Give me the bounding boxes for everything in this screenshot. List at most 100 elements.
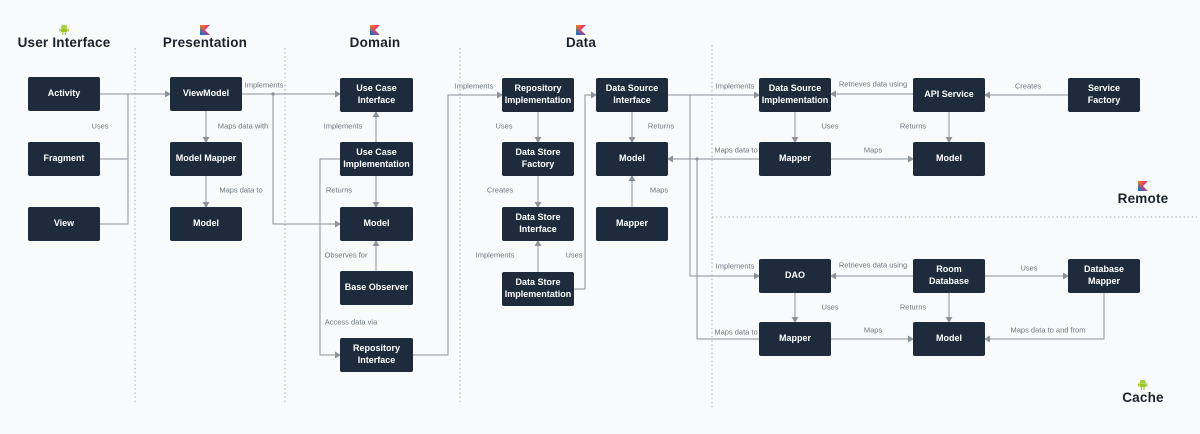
node-label: Model [193,218,219,229]
node-data-source-interface: Data Source Interface [596,78,668,112]
node-label: Use Case Interface [356,83,397,105]
node-label: Fragment [43,153,85,164]
edge-label-data-source-implementation-remote-mapper: Uses [821,121,839,131]
node-data-model: Model [596,142,668,176]
node-data-store-interface: Data Store Interface [502,207,574,241]
node-data-store-implementation: Data Store Implementation [502,272,574,306]
edge-label-remote-mapper-data-model: Maps data to [714,145,758,155]
section-heading-data: Data [566,22,596,50]
node-label: Mapper [615,218,648,229]
section-label: Cache [1122,390,1164,405]
node-label: Model [619,153,645,164]
edge-label-repository-interface-repository-implementation: Implements [454,81,494,91]
edge-label-activity-viewmodel: Uses [91,121,109,131]
kotlin-icon [350,22,401,35]
node-label: Repository Interface [352,343,400,365]
edge-label-remote-mapper-remote-model: Maps [863,145,883,155]
node-base-observer: Base Observer [340,271,413,305]
edge-data-source-interface-dao [689,95,760,280]
node-repository-interface: Repository Interface [340,338,413,372]
edge-label-data-store-implementation-data-store-interface: Implements [475,250,515,260]
node-label: Room Database [928,264,970,286]
node-label: Data Source Interface [605,83,659,105]
node-label: Repository Implementation [504,83,572,105]
edge-label-repository-implementation-data-store-factory: Uses [495,121,513,131]
edge-label-dao-cache-mapper: Uses [821,302,839,312]
edge-cache-mapper-data-model [696,159,759,340]
node-label: Database Mapper [1083,264,1125,286]
node-label: Mapper [778,153,811,164]
kotlin-icon [1118,178,1169,191]
edge-junction-dot [695,157,699,161]
node-dao: DAO [759,259,831,293]
edge-label-api-service-data-source-implementation: Retrieves data using [838,79,908,89]
node-label: View [53,218,75,229]
edge-repository-interface-repository-implementation [413,91,503,356]
edge-label-viewmodel-model-mapper: Maps data with [217,121,269,131]
edge-label-room-database-database-mapper: Uses [1020,263,1038,273]
node-domain-model: Model [340,207,413,241]
node-label: Use Case Implementation [343,147,410,169]
node-api-service: API Service [913,78,985,112]
node-remote-mapper: Mapper [759,142,831,176]
edge-label-use-case-implementation-domain-model: Returns [325,185,353,195]
android-icon [18,22,111,35]
node-label: ViewModel [182,88,230,99]
edge-use-case-implementation-repository-interface [319,158,341,359]
edge-label-model-mapper-presentation-model: Maps data to [219,185,263,195]
node-label: Data Source Implementation [761,83,829,105]
node-model-mapper: Model Mapper [170,142,242,176]
node-label: Activity [47,88,81,99]
node-presentation-model: Model [170,207,242,241]
edge-label-data-store-factory-data-store-interface: Creates [486,185,514,195]
edge-viewmodel-domain-model [272,94,341,228]
section-label: Data [565,35,597,50]
edge-label-use-case-implementation-repository-interface: Access data via [324,317,378,327]
node-label: Model [363,218,390,229]
edge-label-data-source-interface-dao: Implements [715,261,755,271]
section-label: User Interface [17,35,111,50]
node-label: Base Observer [344,282,409,293]
edge-label-room-database-cache-model: Returns [899,302,927,312]
node-label: Data Store Implementation [504,277,572,299]
edge-label-data-store-implementation-data-source-interface: Uses [565,250,583,260]
node-data-source-implementation: Data Source Implementation [759,78,831,112]
section-heading-domain: Domain [350,22,401,50]
edge-label-data-source-interface-data-source-implementation: Implements [715,81,755,91]
edge-junction-dot [271,92,275,96]
edge-label-use-case-implementation-use-case-interface: Implements [323,121,363,131]
node-cache-model: Model [913,322,985,356]
node-cache-mapper: Mapper [759,322,831,356]
node-viewmodel: ViewModel [170,77,242,111]
node-label: Mapper [778,333,811,344]
node-use-case-implementation: Use Case Implementation [340,142,413,176]
edge-data-store-implementation-data-source-interface [574,91,597,290]
node-label: DAO [785,270,805,281]
section-label: Domain [349,35,401,50]
node-label: Model [936,153,962,164]
edge-label-base-observer-domain-model: Observes for [324,250,368,260]
section-heading-user-interface: User Interface [18,22,111,50]
node-data-store-factory: Data Store Factory [502,142,574,176]
edge-label-cache-mapper-cache-model: Maps [863,325,883,335]
kotlin-icon [566,22,596,35]
section-label: Presentation [162,35,248,50]
edge-label-cache-mapper-data-model: Maps data to [714,327,758,337]
edge-label-data-mapper-data-model: Maps [649,185,669,195]
node-fragment: Fragment [28,142,100,176]
edge-label-service-factory-api-service: Creates [1014,81,1042,91]
section-heading-presentation: Presentation [163,22,247,50]
kotlin-icon [163,22,247,35]
edge-label-api-service-remote-model: Returns [899,121,927,131]
node-label: API Service [924,89,974,100]
edge-view-trunk [100,94,129,225]
edge-label-viewmodel-use-case-interface: Implements [244,80,284,90]
node-view: View [28,207,100,241]
edge-label-room-database-dao: Retrieves data using [838,260,908,270]
node-label: Model Mapper [175,153,237,164]
node-remote-model: Model [913,142,985,176]
node-label: Model [936,333,962,344]
node-activity: Activity [28,77,100,111]
